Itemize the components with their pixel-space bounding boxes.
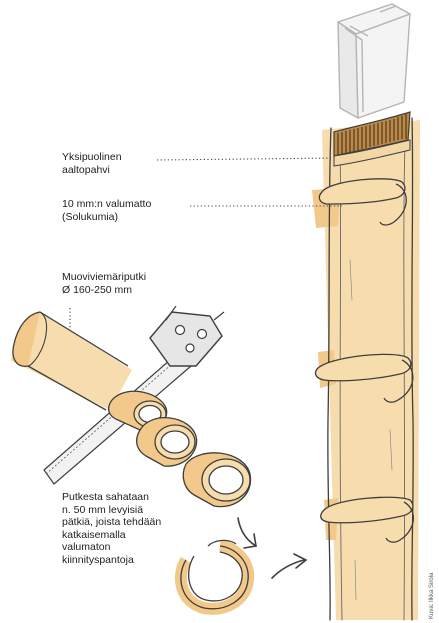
label-line: katkaisemalla xyxy=(62,529,161,542)
label-plastic-pipe: Muoviviemäriputki Ø 160-250 mm xyxy=(62,271,146,296)
label-line: kiinnityspantoja xyxy=(62,554,161,567)
label-line: Muoviviemäriputki xyxy=(62,271,146,284)
plastic-pipe xyxy=(10,312,132,410)
label-line: (Solukumia) xyxy=(62,211,151,224)
label-line: Yksipuolinen xyxy=(62,151,122,164)
label-rubber-mat: 10 mm:n valumatto (Solukumia) xyxy=(62,198,151,223)
label-line: 10 mm:n valumatto xyxy=(62,198,151,211)
leader-lines xyxy=(70,158,342,342)
image-credit: Kuva: Ilkka Sirola xyxy=(428,525,438,620)
pipe-ring xyxy=(137,418,197,467)
arrow-icon xyxy=(238,518,256,548)
label-line: Ø 160-250 mm xyxy=(62,284,146,297)
wooden-post xyxy=(338,4,410,118)
arrow-icon xyxy=(272,554,306,578)
label-line: Putkesta sahataan xyxy=(62,491,161,504)
label-line: aaltopahvi xyxy=(62,164,122,177)
label-line: valumaton xyxy=(62,541,161,554)
label-corrugated-cardboard: Yksipuolinen aaltopahvi xyxy=(62,151,122,176)
label-line: n. 50 mm levyisiä xyxy=(62,504,161,517)
image-credit-text: Kuva: Ilkka Sirola xyxy=(429,573,435,619)
cut-clamp xyxy=(181,540,248,608)
label-instructions: Putkesta sahataan n. 50 mm levyisiä pätk… xyxy=(62,491,161,566)
pipe-ring xyxy=(183,453,250,507)
label-line: pätkiä, joista tehdään xyxy=(62,516,161,529)
